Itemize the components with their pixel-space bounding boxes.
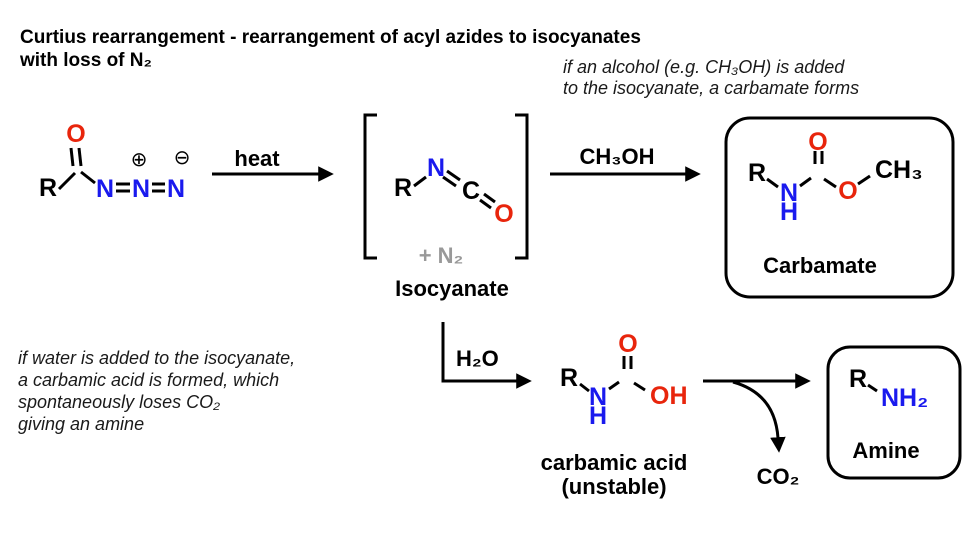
heat-reaction-arrow: heat	[212, 146, 334, 182]
isocyanate-c-label: C	[462, 177, 480, 205]
carbamate-n-label: N	[780, 179, 798, 207]
methanol-label: CH₃OH	[580, 144, 655, 169]
co2-label: CO₂	[757, 464, 800, 489]
carbamate-ester-o-label: O	[838, 177, 857, 205]
minus-charge-icon: ⊖	[174, 147, 191, 169]
title-line-1: Curtius rearrangement - rearrangement of…	[20, 27, 641, 48]
bond-carbonyl-n1	[80, 170, 96, 185]
carbamate-r-label: R	[748, 159, 766, 187]
c-o-double-bond-2	[479, 198, 492, 210]
bond-c-oh	[633, 381, 646, 392]
bond-n-c	[608, 380, 620, 391]
carbamic-acid-name-line-2: (unstable)	[561, 474, 666, 499]
water-note-line-1: if water is added to the isocyanate,	[18, 348, 296, 368]
isocyanate-name: Isocyanate	[395, 276, 509, 301]
acyl-azide-structure: R O N N N ⊕ ⊖	[39, 120, 190, 203]
carbamic-acid-r-label: R	[560, 364, 578, 392]
methanol-reaction-arrow: CH₃OH	[550, 144, 701, 182]
isocyanate-structure: R N C O + N₂ Isocyanate	[394, 154, 514, 301]
bond-r-n	[413, 175, 427, 188]
amine-nh2-label: NH₂	[881, 384, 928, 412]
carbonyl-double-bond-2	[77, 147, 83, 167]
c-o-double-bond-1	[483, 192, 496, 204]
bond-r-nh2	[867, 383, 878, 393]
amine-box	[826, 345, 962, 480]
left-bracket	[363, 113, 377, 260]
acyl-azide-n3-label: N	[167, 175, 185, 203]
carbamate-ch3-label: CH₃	[875, 156, 923, 184]
carbamic-acid-carbonyl-o-label: O	[618, 330, 637, 358]
bond-c-oester	[823, 177, 837, 189]
acyl-azide-n1-label: N	[96, 175, 114, 203]
n-c-double-bond-2	[442, 175, 457, 188]
co2-loss-curved-arrow	[732, 380, 786, 453]
water-note-line-4: giving an amine	[18, 414, 145, 434]
heat-label: heat	[234, 146, 280, 171]
carbamic-acid-structure: R N H O OH carbamic acid (unstable)	[541, 330, 688, 499]
bond-n-c	[799, 176, 812, 188]
decarboxylation-arrow: CO₂	[703, 373, 811, 489]
title-line-2: with loss of N₂	[20, 50, 152, 71]
amine-name: Amine	[852, 438, 919, 463]
carbamate-h-label: H	[780, 198, 798, 226]
carbamate-carbonyl-o-label: O	[808, 128, 827, 156]
alcohol-note: if an alcohol (e.g. CH₃OH) is added to t…	[563, 57, 859, 99]
carbamic-acid-oh-label: OH	[650, 382, 688, 410]
water-arrow-shaft	[441, 322, 532, 389]
right-bracket	[515, 113, 529, 260]
isocyanate-o-label: O	[494, 200, 513, 228]
carbamic-acid-n-label: N	[589, 383, 607, 411]
acyl-azide-n2-label: N	[132, 175, 150, 203]
bond-o-ch3	[857, 174, 871, 186]
water-note-line-2: a carbamic acid is formed, which	[18, 370, 280, 390]
water-reaction-arrow: H₂O	[441, 322, 532, 389]
water-label: H₂O	[456, 346, 499, 371]
water-note-line-3: spontaneously loses CO₂	[18, 392, 220, 412]
alcohol-note-line-2: to the isocyanate, a carbamate forms	[563, 78, 860, 98]
amine-product: R NH₂ Amine	[826, 345, 962, 480]
isocyanate-n-label: N	[427, 154, 445, 182]
carbamic-acid-h-label: H	[589, 402, 607, 430]
plus-charge-icon: ⊕	[131, 149, 148, 171]
carbamate-box	[724, 116, 955, 299]
carbamate-product: R N H O O CH₃ Carbamate	[724, 116, 955, 299]
isocyanate-r-label: R	[394, 174, 412, 202]
bond-r-n	[766, 177, 779, 189]
diagram-title: Curtius rearrangement - rearrangement of…	[20, 26, 641, 72]
bond-r-carbonyl	[57, 171, 77, 191]
carbamic-acid-name-line-1: carbamic acid	[541, 450, 688, 475]
acyl-azide-r-label: R	[39, 174, 57, 202]
amine-r-label: R	[849, 365, 867, 393]
n2-byproduct-label: + N₂	[419, 243, 464, 268]
alcohol-note-line-1: if an alcohol (e.g. CH₃OH) is added	[563, 57, 845, 77]
carbamate-name: Carbamate	[763, 253, 877, 278]
water-note: if water is added to the isocyanate, a c…	[18, 347, 295, 435]
n-c-double-bond-1	[446, 169, 461, 182]
bond-r-n	[579, 382, 590, 393]
carbonyl-double-bond-1	[69, 147, 75, 167]
acyl-azide-o-label: O	[66, 120, 85, 148]
